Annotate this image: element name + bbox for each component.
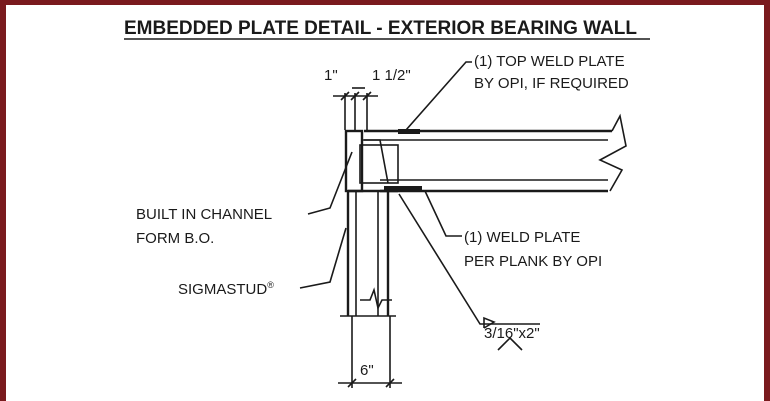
stud-wall <box>340 191 396 388</box>
top-dimension: 1" 1 1/2" <box>324 67 411 130</box>
callout-top-weld-plate-2: BY OPI, IF REQUIRED <box>474 75 629 92</box>
callout-weld-plate-1: (1) WELD PLATE <box>464 229 580 246</box>
callout-weld-size: 3/16"x2" <box>484 325 540 342</box>
callout-channel-2: FORM B.O. <box>136 230 214 247</box>
plank-assembly <box>364 113 627 193</box>
bottom-dimension: 6" <box>338 362 402 388</box>
dim-1-inch: 1" <box>324 67 338 84</box>
leader-lines <box>299 61 540 351</box>
callout-sigmastud: SIGMASTUD® <box>178 280 274 298</box>
dim-6-inch: 6" <box>360 362 374 379</box>
callout-weld-plate-2: PER PLANK BY OPI <box>464 253 602 270</box>
detail-title: EMBEDDED PLATE DETAIL - EXTERIOR BEARING… <box>124 18 637 39</box>
callout-channel-1: BUILT IN CHANNEL <box>136 206 272 223</box>
callout-top-weld-plate-1: (1) TOP WELD PLATE <box>474 53 625 70</box>
dim-1-1-2-inch: 1 1/2" <box>372 67 411 84</box>
